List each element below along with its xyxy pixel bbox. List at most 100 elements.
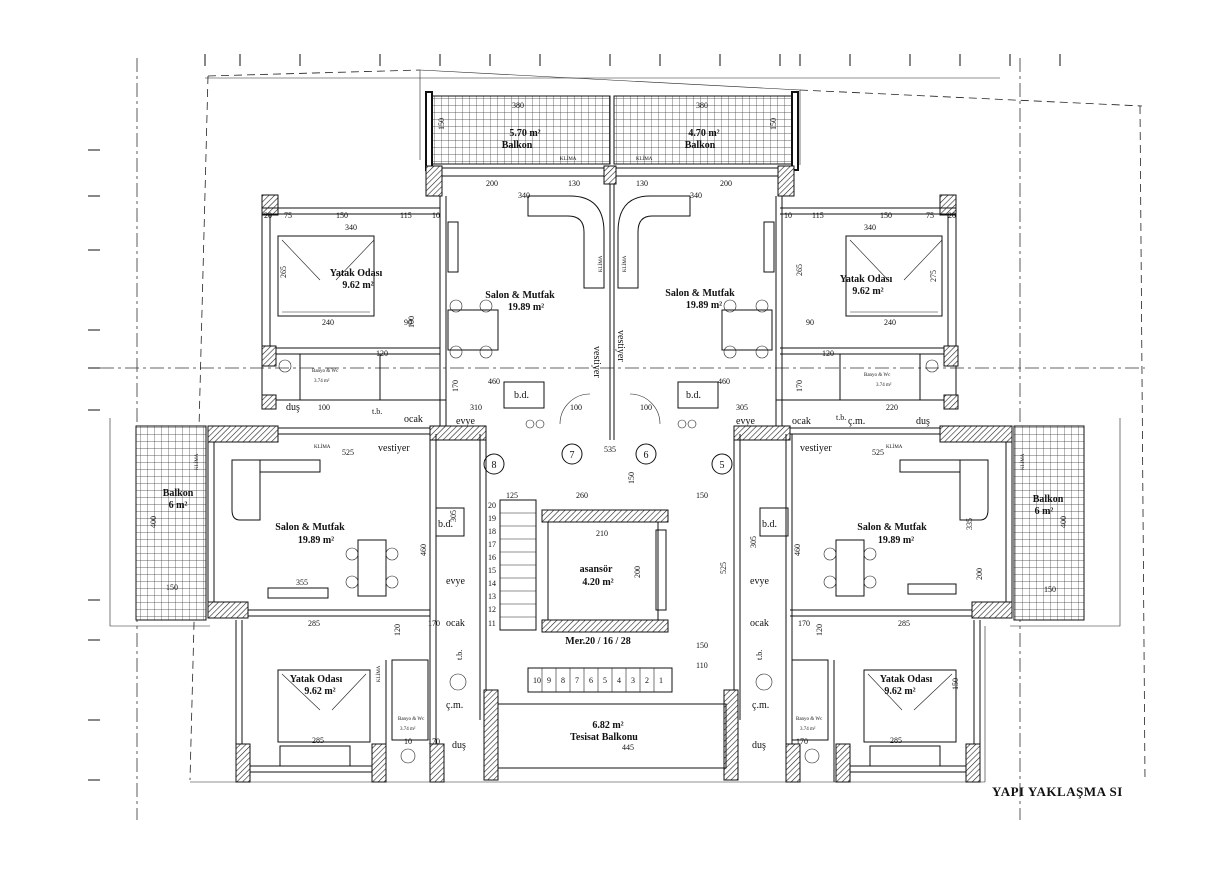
bedroom-top-left-area: 9.62 m² xyxy=(342,280,373,291)
cm-label: ç.m. xyxy=(848,416,865,427)
elevator-shaft: asansör 4.20 m² 210 200 150 xyxy=(541,472,669,633)
ocak-label: ocak xyxy=(750,618,769,629)
dim-460: 460 xyxy=(718,377,730,386)
balcony-left-area: 6 m² xyxy=(169,500,188,511)
dim-100: 100 xyxy=(640,403,652,412)
evye-label: evye xyxy=(736,416,755,427)
dim-285: 285 xyxy=(308,619,320,628)
tb-label: t.b. xyxy=(372,407,382,416)
step-14: 14 xyxy=(488,579,496,588)
dim-525: 525 xyxy=(872,448,884,457)
vestiyer-label: vestiyer xyxy=(615,330,626,362)
dim-75: 75 xyxy=(284,211,292,220)
dim-305: 305 xyxy=(736,403,748,412)
dim-170: 170 xyxy=(798,619,810,628)
klima-label: KLİMA xyxy=(622,255,628,272)
balcony-top-left-area: 5.70 m² xyxy=(509,128,540,139)
salon-right-name: Salon & Mutfak xyxy=(857,522,927,533)
step-11: 11 xyxy=(488,619,496,628)
bedroom-top-right-area: 9.62 m² xyxy=(852,286,883,297)
dim-275: 275 xyxy=(929,270,938,282)
klima-label: KLİMA xyxy=(376,665,382,682)
dim-305: 305 xyxy=(449,510,458,522)
dim-170: 170 xyxy=(795,380,804,392)
dim-115: 115 xyxy=(812,211,824,220)
step-17: 17 xyxy=(488,540,496,549)
dim-115: 115 xyxy=(400,211,412,220)
klima-label: KLİMA xyxy=(886,444,903,450)
salon-top-right-area: 19.89 m² xyxy=(686,300,722,311)
stair-spec: Mer.20 / 16 / 28 xyxy=(565,636,630,647)
bd-label: b.d. xyxy=(686,390,701,401)
dim-170: 170 xyxy=(428,619,440,628)
dim-10: 10 xyxy=(404,737,412,746)
unit-bottom-right: vestiyer KLİMA 525 Salon & Mutfak 19.89 … xyxy=(719,443,989,767)
salon-top-left-area: 19.89 m² xyxy=(508,302,544,313)
step-16: 16 xyxy=(488,553,496,562)
dim-460: 460 xyxy=(488,377,500,386)
dim-top-left-width: 380 xyxy=(512,101,524,110)
service-balcony: 6.82 m² Tesisat Balkonu 445 xyxy=(497,703,727,769)
balcony-top-right: 4.70 m² Balkon 380 150 KLİMA xyxy=(613,91,799,171)
step-3: 3 xyxy=(631,676,635,685)
dim-445: 445 xyxy=(622,743,634,752)
unit-top-right: Yatak Odası 9.62 m² 340 150 115 75 20 10… xyxy=(615,179,956,429)
unit-number-7: 7 xyxy=(570,450,575,461)
dim-200: 200 xyxy=(975,568,984,580)
klima-label: KLİMA xyxy=(194,453,200,470)
dim-10: 10 xyxy=(432,211,440,220)
dim-525: 525 xyxy=(719,562,728,574)
bath-top-left-area: 3.74 m² xyxy=(314,378,330,384)
evye-label: evye xyxy=(750,576,769,587)
dim-285: 285 xyxy=(898,619,910,628)
dim-150: 150 xyxy=(627,472,636,484)
dim-170: 170 xyxy=(428,737,440,746)
dim-260: 260 xyxy=(576,491,588,500)
ocak-label: ocak xyxy=(404,414,423,425)
bath-top-left-name: Banyo & Wc xyxy=(312,369,339,374)
salon-top-left-name: Salon & Mutfak xyxy=(485,290,555,301)
unit-number-8: 8 xyxy=(492,460,497,471)
bedroom-bottom-right-name: Yatak Odası xyxy=(880,674,933,685)
dim-285: 285 xyxy=(312,736,324,745)
bd-label: b.d. xyxy=(514,390,529,401)
step-9: 9 xyxy=(547,676,551,685)
bedroom-bottom-left-area: 9.62 m² xyxy=(304,686,335,697)
klima-label: KLİMA xyxy=(598,255,604,272)
dim-75: 75 xyxy=(926,211,934,220)
dim-265: 265 xyxy=(279,266,288,278)
dus-label: duş xyxy=(916,416,930,427)
dim-balcony-left-depth: 150 xyxy=(166,583,178,592)
dim-150: 150 xyxy=(696,491,708,500)
dim-200: 200 xyxy=(720,179,732,188)
balcony-top-left: 5.70 m² Balkon 380 150 KLİMA xyxy=(425,91,611,171)
salon-right-area: 19.89 m² xyxy=(878,535,914,546)
dus-label: duş xyxy=(452,740,466,751)
dim-125: 125 xyxy=(506,491,518,500)
dim-100: 100 xyxy=(570,403,582,412)
dim-150: 150 xyxy=(951,678,960,690)
klima-label: KLİMA xyxy=(560,156,577,162)
building-walls xyxy=(207,165,1013,783)
dim-305: 305 xyxy=(749,536,758,548)
stair-lower: 10 9 8 7 6 5 4 3 2 1 xyxy=(527,667,673,693)
salon-left-name: Salon & Mutfak xyxy=(275,522,345,533)
dim-120: 120 xyxy=(393,624,402,636)
dim-120: 120 xyxy=(822,349,834,358)
dim-120: 120 xyxy=(815,624,824,636)
bath-bottom-right-name: Banyo & Wc xyxy=(796,717,823,722)
bath-bottom-left-area: 3.74 m² xyxy=(400,726,416,732)
step-18: 18 xyxy=(488,527,496,536)
axis-ticks xyxy=(88,54,1061,781)
dim-10: 10 xyxy=(784,211,792,220)
dim-340: 340 xyxy=(518,191,530,200)
dim-110: 110 xyxy=(696,661,708,670)
dim-balcony-right-depth: 150 xyxy=(1044,585,1056,594)
dim-150: 150 xyxy=(880,211,892,220)
drawing-title: YAPI YAKLAŞMA SI xyxy=(992,784,1123,799)
dim-220: 220 xyxy=(886,403,898,412)
vestiyer-label: vestiyer xyxy=(800,443,832,454)
unit-bottom-left: vestiyer KLİMA 525 Salon & Mutfak 19.89 … xyxy=(231,443,467,767)
step-5: 5 xyxy=(603,676,607,685)
dim-340: 340 xyxy=(864,223,876,232)
